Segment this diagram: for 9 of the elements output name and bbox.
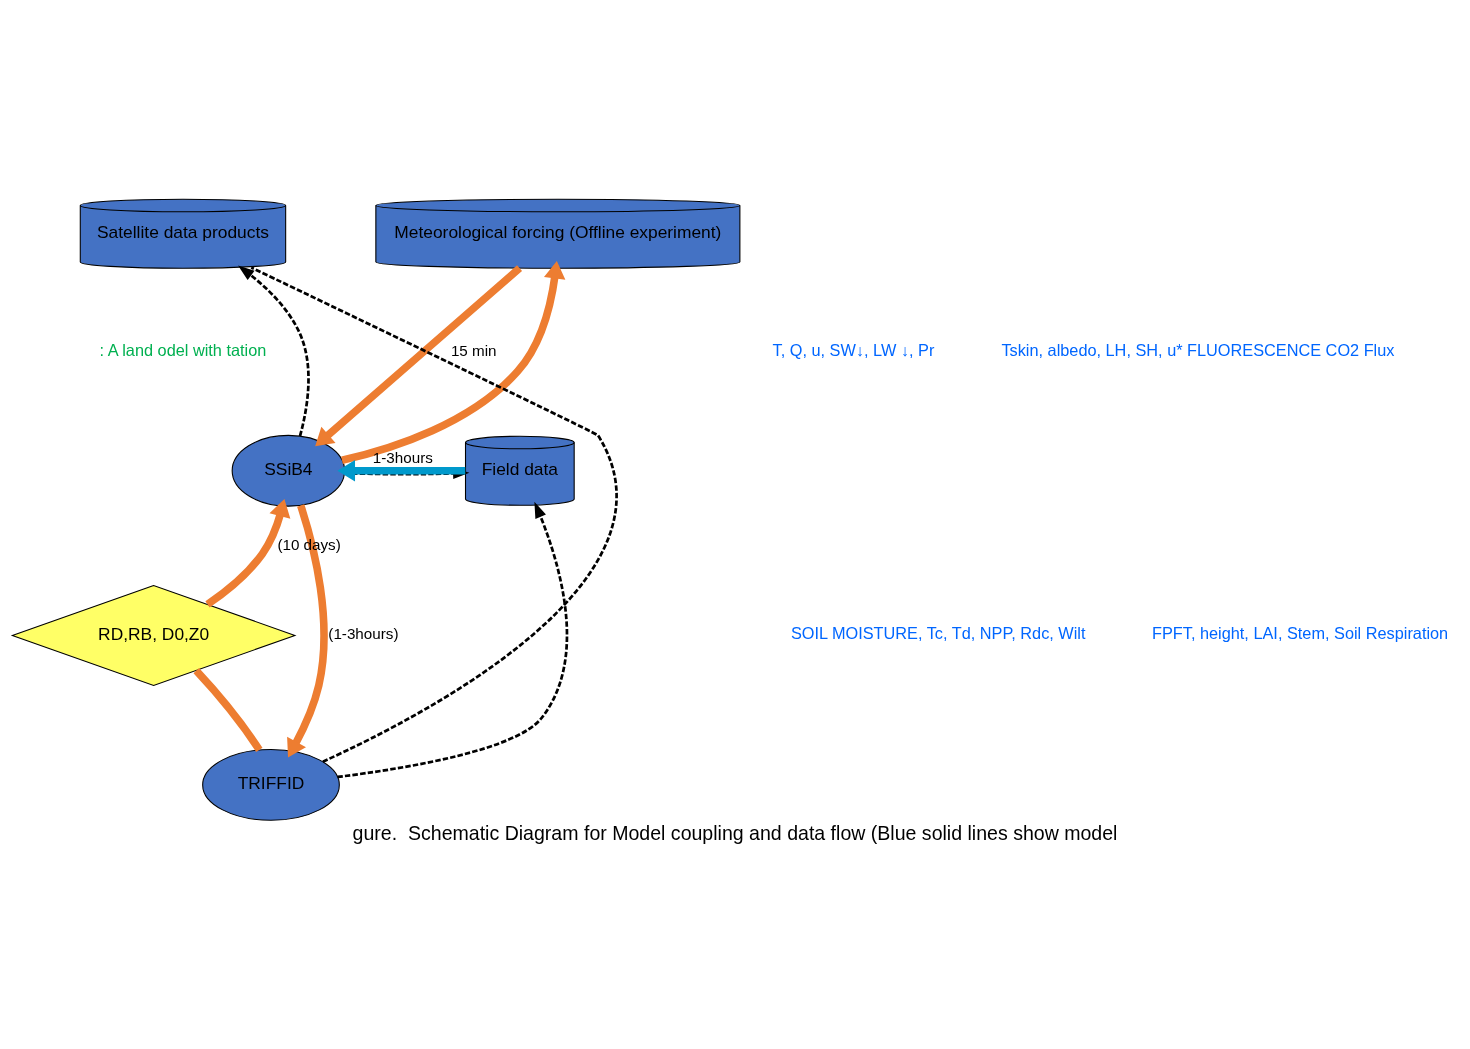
label: SOIL MOISTURE, Tc, Td, NPP, Rdc, Wilt	[790, 623, 1086, 642]
label: Tskin, albedo, LH, SH, u* FLUORESCENCE CO2 Flux	[1001, 340, 1395, 359]
label: : A land odel with tation	[99, 340, 267, 359]
edge-label: (1-3hours)	[328, 624, 399, 642]
label: T, Q, u, SW↓, LW ↓, Pr	[772, 340, 935, 359]
caption: gure. Schematic Diagram for Model coupling and data flow (Blue solid lines show model	[352, 821, 1118, 844]
edge-label: 15 min	[450, 341, 497, 359]
label: FPFT, height, LAI, Stem, Soil Respiration	[1151, 623, 1449, 642]
edge-label: 1-3hours	[372, 448, 433, 466]
